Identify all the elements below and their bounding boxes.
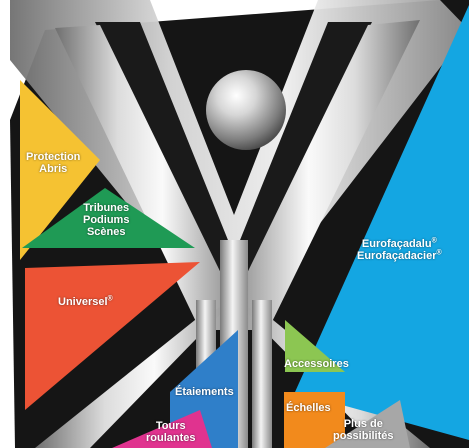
menu-label-line: roulantes [146, 432, 196, 444]
menu-label-line: Étaiements [175, 386, 234, 398]
universel-triangle [25, 262, 200, 410]
registered-mark: ® [107, 295, 113, 303]
grey-sphere-icon [206, 70, 286, 150]
menu-item-echelles[interactable]: Échelles [286, 402, 331, 414]
registered-mark: ® [436, 249, 442, 257]
menu-item-universel[interactable]: Universel® [58, 295, 113, 308]
echelles-triangle [284, 392, 345, 448]
menu-label-line: Universel® [58, 295, 113, 308]
menu-item-plus[interactable]: Plus de possibilités [333, 418, 394, 442]
menu-label-line: Tours [155, 420, 186, 432]
plus-triangle [325, 400, 410, 448]
menu-label-line: Plus de [343, 418, 383, 430]
menu-label-line: Abris [39, 163, 68, 175]
menu-item-etaiements[interactable]: Étaiements [175, 386, 234, 398]
menu-item-tribunes[interactable]: Tribunes Podiums Scènes [83, 202, 129, 238]
menu-label-line: Accessoires [284, 358, 349, 370]
menu-item-accessoires[interactable]: Accessoires [284, 358, 349, 370]
eurofacade-triangle [295, 5, 469, 440]
menu-label-line: Tribunes [83, 202, 130, 214]
menu-label-line: Eurofaçadalu® [361, 237, 437, 250]
tours-triangle [112, 410, 212, 448]
menu-label-line: Échelles [286, 402, 331, 414]
menu-label-line: Protection [26, 151, 81, 163]
menu-item-tours[interactable]: Tours roulantes [146, 420, 196, 444]
registered-mark: ® [431, 237, 437, 245]
menu-label-line: Eurofaçadacier® [357, 249, 442, 262]
menu-item-protection-abris[interactable]: Protection Abris [26, 151, 80, 175]
accessoires-triangle [285, 320, 345, 372]
menu-label-line: possibilités [333, 430, 394, 442]
menu-label-line: Scènes [86, 226, 126, 238]
menu-item-eurofacade[interactable]: Eurofaçadalu® Eurofaçadacier® [357, 237, 442, 262]
protection-triangle [20, 80, 100, 260]
tribunes-triangle [22, 188, 195, 248]
menu-label-line: Podiums [83, 214, 130, 226]
